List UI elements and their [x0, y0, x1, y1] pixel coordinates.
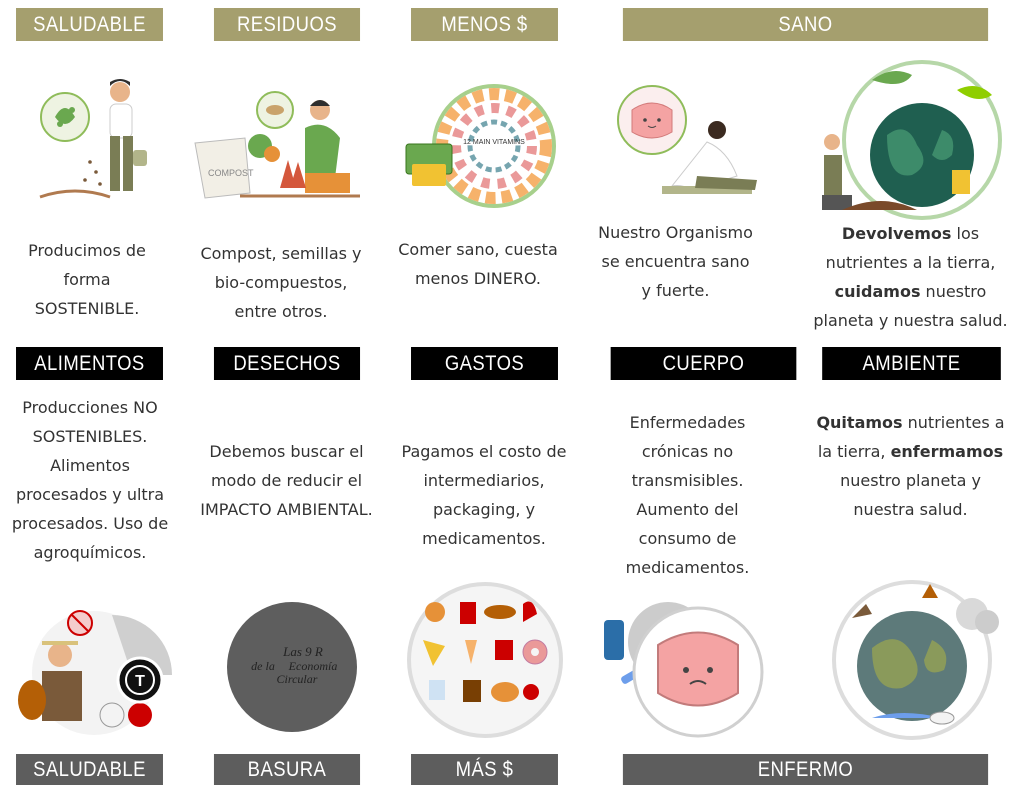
text-rest: los nutrientes a la tierra,	[825, 224, 996, 272]
text-rest: nutrientes a la tierra,	[817, 413, 1005, 461]
header-label: SALUDABLE	[33, 757, 146, 781]
header-label: CUERPO	[662, 351, 745, 375]
text-bold: Devolvemos	[841, 224, 952, 243]
header-gastos: GASTOS	[411, 347, 558, 380]
text-gastos-bottom: Pagamos el costo de intermediarios, pack…	[401, 442, 567, 548]
header-enfermo: ENFERMO	[622, 754, 989, 785]
text-bold: enfermamos	[890, 442, 1004, 461]
header-saludable-top: SALUDABLE	[16, 8, 163, 41]
text-alimentos-top: Producimos de forma SOSTENIBLE.	[28, 241, 146, 318]
healthy-intestine-stretch-illustration	[617, 85, 757, 194]
text-bold: cuidamos	[834, 282, 921, 301]
header-label: SALUDABLE	[33, 12, 146, 36]
header-label: RESIDUOS	[236, 12, 338, 36]
header-label: ALIMENTOS	[34, 351, 145, 375]
header-label: MENOS $	[441, 12, 528, 36]
text-desechos-bottom: Debemos buscar el modo de reducir el IMP…	[200, 442, 373, 519]
header-label: ENFERMO	[757, 757, 854, 781]
text-rest: nuestro planeta y nuestra salud.	[813, 282, 1008, 330]
header-label: SANO	[778, 12, 833, 36]
text-alimentos-bottom: Producciones NO SOSTENIBLES. Alimentos p…	[11, 398, 169, 562]
vitamins-wheel-illustration: 12 MAIN VITAMINS	[405, 84, 556, 208]
header-label: DESECHOS	[233, 351, 341, 375]
header-menos-dinero: MENOS $	[411, 8, 558, 41]
text-ambiente-bottom: Quitamos nutrientes a la tierra, enferma…	[808, 408, 1013, 524]
vitamins-label: 12 MAIN VITAMINS	[463, 139, 525, 146]
logo-letter: T	[135, 673, 145, 690]
text-ambiente-top: Devolvemos los nutrientes a la tierra, c…	[808, 219, 1013, 335]
earth-caring-illustration	[822, 60, 1002, 220]
farmer-sowing-illustration	[39, 79, 147, 199]
header-label: AMBIENTE	[862, 351, 961, 375]
header-saludable-bottom: SALUDABLE	[16, 754, 163, 785]
text-cuerpo-top: Nuestro Organismo se encuentra sano y fu…	[598, 223, 753, 300]
text-gastos-top: Comer sano, cuesta menos DINERO.	[398, 240, 558, 288]
circular-economy-circle: Las 9 R de la Economía Circular	[227, 602, 357, 732]
header-label: GASTOS	[444, 351, 525, 375]
sick-intestine-illustration	[604, 602, 764, 738]
circular-line-4: Circular	[277, 672, 318, 686]
circular-line-2: de la	[251, 659, 275, 673]
sick-earth-illustration	[832, 580, 999, 740]
circular-line-3: Economía	[288, 659, 338, 673]
compost-label: COMPOST	[208, 168, 254, 178]
header-mas-dinero: MÁS $	[411, 754, 558, 785]
header-alimentos: ALIMENTOS	[16, 347, 163, 380]
circular-line-1: Las 9 R	[282, 644, 323, 659]
header-residuos: RESIDUOS	[213, 8, 361, 41]
compost-illustration: COMPOST	[194, 91, 360, 199]
header-sano: SANO	[622, 8, 989, 41]
processed-food-illustration: T	[18, 610, 172, 735]
header-ambiente: AMBIENTE	[822, 347, 1001, 380]
text-bold: Quitamos	[816, 413, 903, 432]
header-label: MÁS $	[455, 757, 514, 781]
header-basura: BASURA	[213, 754, 361, 785]
text-rest: nuestro planeta y nuestra salud.	[840, 471, 981, 519]
header-cuerpo: CUERPO	[610, 347, 797, 380]
text-desechos-top: Compost, semillas y bio-compuestos, entr…	[200, 244, 362, 321]
header-desechos: DESECHOS	[213, 347, 361, 380]
text-cuerpo-bottom: Enfermedades crónicas no transmisibles. …	[625, 413, 750, 577]
junk-food-illustration	[407, 582, 563, 738]
header-label: BASURA	[247, 757, 327, 781]
